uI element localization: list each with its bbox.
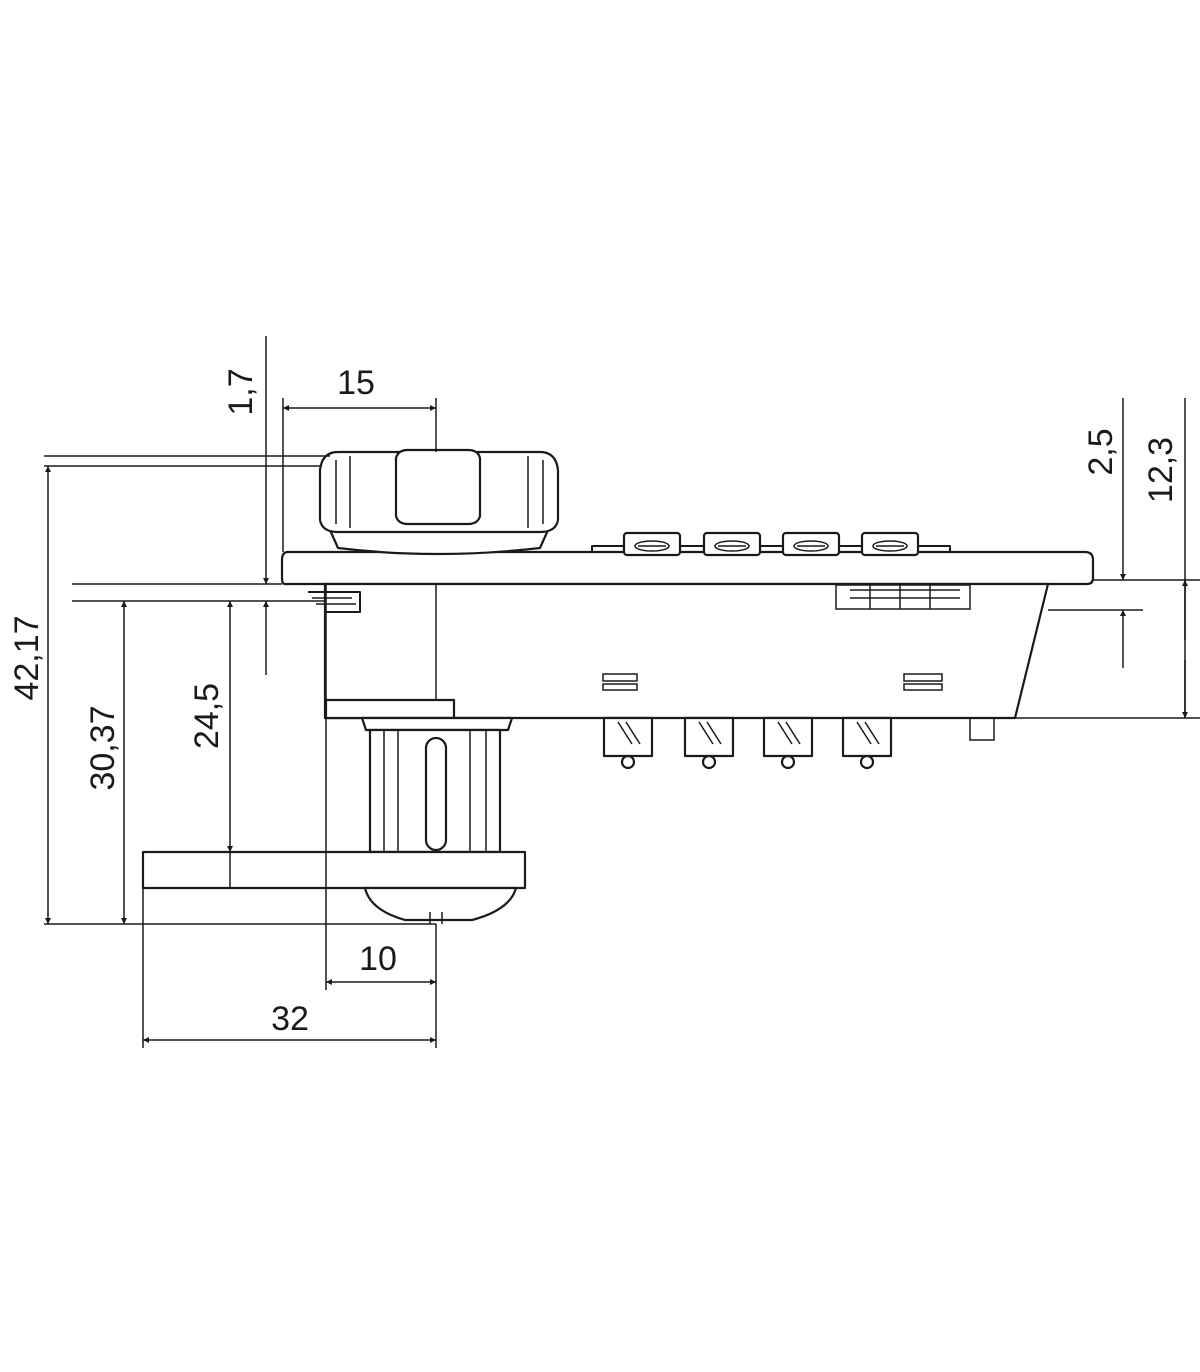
collar	[324, 698, 456, 720]
dim-1-7: 1,7	[222, 368, 260, 415]
dim-12-3: 12,3	[1142, 437, 1180, 503]
dim-2-5: 2,5	[1082, 428, 1120, 475]
dim-24-5: 24,5	[188, 683, 226, 749]
shaft-flange	[360, 716, 514, 732]
top-plate	[280, 550, 1095, 586]
plunger-4	[841, 716, 893, 770]
dim-10: 10	[359, 940, 397, 978]
button-1	[622, 531, 682, 557]
cam	[141, 850, 527, 924]
plungers	[602, 716, 893, 770]
cam-lever	[141, 850, 527, 890]
button-2	[702, 531, 762, 557]
dimensions: 15 1,7 42,17 30,37 24,5 10 32 2,5 12,3	[8, 336, 1188, 1043]
knob-base	[328, 528, 550, 556]
internal-panel	[835, 584, 971, 610]
plunger-1	[602, 716, 654, 770]
plunger-3	[762, 716, 814, 770]
slot-right	[903, 673, 943, 682]
slot-left	[602, 673, 638, 682]
dim-15: 15	[337, 364, 375, 402]
dim-32: 32	[271, 1000, 309, 1038]
extension-lines	[44, 398, 1200, 1048]
lock-body	[280, 550, 1095, 741]
button-3	[781, 531, 841, 557]
housing	[323, 582, 1050, 720]
button-4	[860, 531, 920, 557]
bottom-tab	[969, 717, 995, 741]
knob-grip	[394, 448, 482, 526]
plunger-2	[683, 716, 735, 770]
dim-30-37: 30,37	[84, 705, 122, 790]
knob	[318, 448, 560, 556]
shaft-key	[424, 736, 448, 852]
push-buttons	[591, 531, 951, 557]
housing-left-step	[308, 591, 361, 613]
dim-42-17: 42,17	[8, 615, 46, 700]
cam-nut	[363, 886, 518, 922]
